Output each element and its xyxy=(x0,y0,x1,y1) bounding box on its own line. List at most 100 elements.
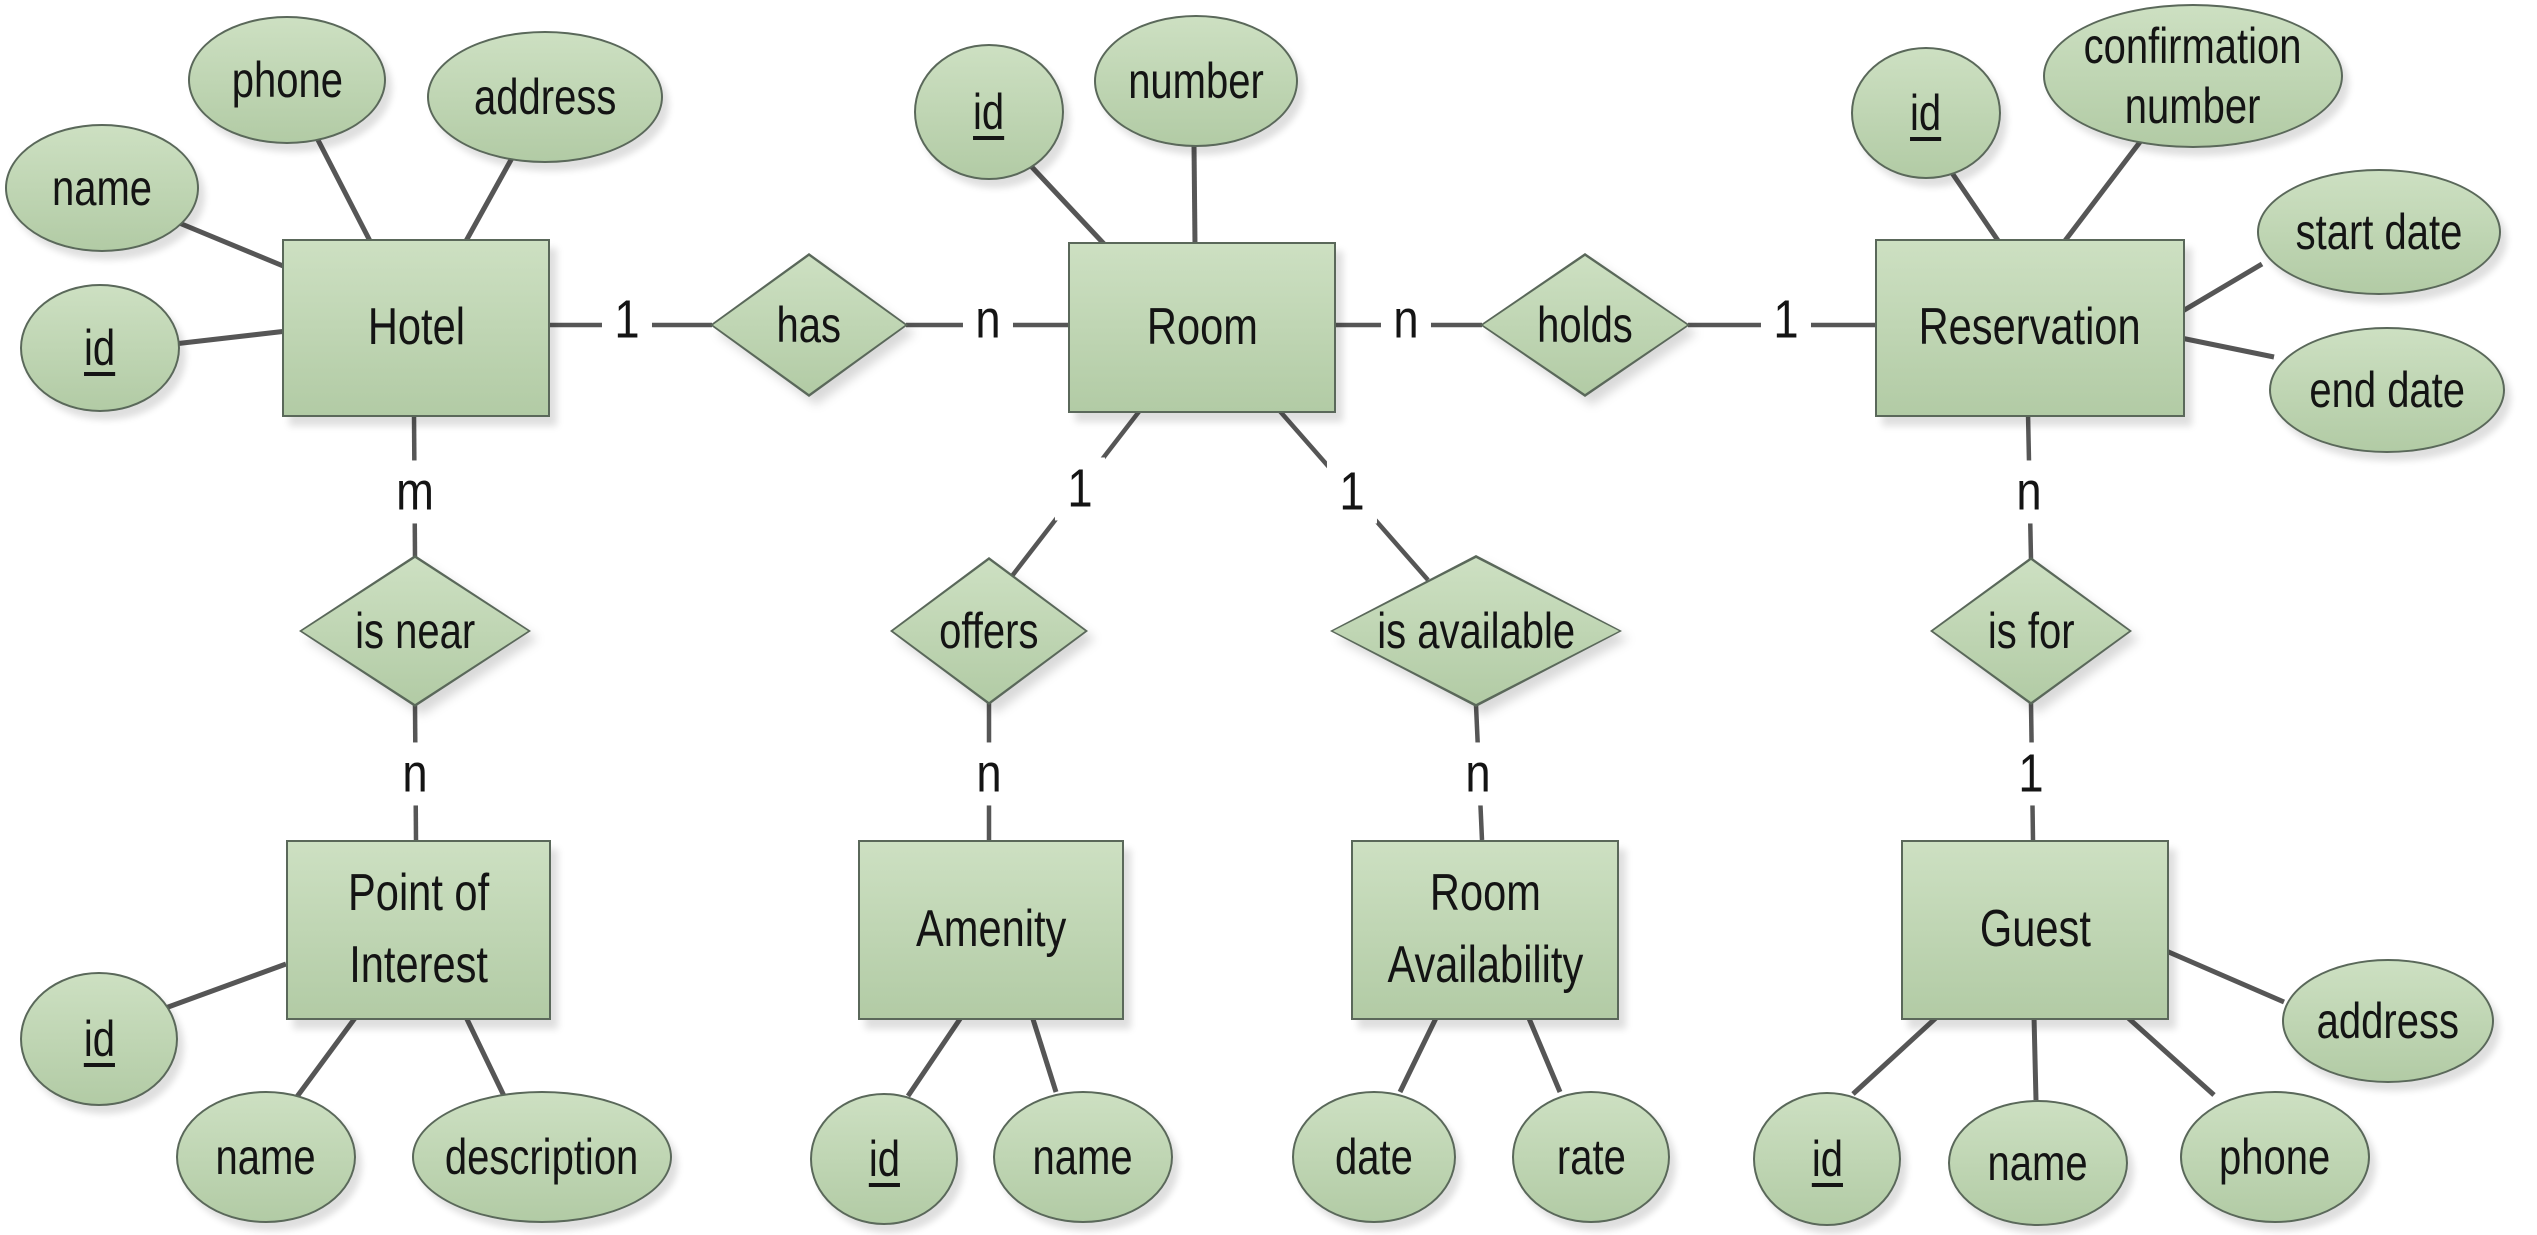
cardinality-label: n xyxy=(975,289,1001,350)
relationship-holds: holds xyxy=(1480,253,1690,397)
cardinality-label: n xyxy=(402,743,428,804)
relationship-is-for: is for xyxy=(1930,557,2132,705)
edge-reservation-confirmationnumber xyxy=(2062,140,2142,244)
relationship-offers: offers xyxy=(890,557,1088,705)
cardinality-room-holds: n xyxy=(1380,288,1432,352)
attribute-amenity-name: name xyxy=(993,1091,1173,1223)
entity-guest-label: Guest xyxy=(1979,900,2091,959)
entity-amenity: Amenity xyxy=(858,840,1124,1020)
attribute-room-availability-date-label: date xyxy=(1335,1129,1413,1185)
attribute-guest-phone: phone xyxy=(2180,1091,2370,1223)
attribute-room-availability-date: date xyxy=(1292,1091,1456,1223)
edge-reservation-startdate xyxy=(2179,261,2264,315)
relationship-is-near-label: is near xyxy=(354,602,476,659)
edge-guest-id xyxy=(1851,1014,1940,1096)
entity-guest: Guest xyxy=(1901,840,2169,1020)
attribute-reservation-end-date-label: end date xyxy=(2309,362,2465,418)
edge-roomavailability-date xyxy=(1397,1014,1440,1094)
cardinality-label: n xyxy=(976,743,1002,804)
cardinality-offers-amenity: n xyxy=(963,742,1015,806)
cardinality-isavailable-roomavailability: n xyxy=(1452,742,1504,806)
relationship-is-for-label: is for xyxy=(1987,602,2075,659)
attribute-guest-phone-label: phone xyxy=(2219,1129,2331,1185)
attribute-point-of-interest-name-label: name xyxy=(215,1129,317,1185)
attribute-guest-id: id xyxy=(1753,1092,1901,1226)
cardinality-label: 1 xyxy=(1339,461,1365,522)
entity-hotel-label: Hotel xyxy=(367,298,465,357)
edge-guest-phone xyxy=(2124,1014,2216,1097)
edge-guest-name xyxy=(2031,1015,2039,1101)
relationship-is-available: is available xyxy=(1330,555,1622,707)
attribute-room-number: number xyxy=(1094,15,1298,147)
entity-room-availability: Room Availability xyxy=(1351,840,1619,1020)
attribute-reservation-start-date-label: start date xyxy=(2295,204,2463,260)
attribute-reservation-confirmation-number-label: confirmation number xyxy=(2084,18,2302,134)
attribute-reservation-start-date: start date xyxy=(2257,169,2501,295)
edge-hotel-phone xyxy=(315,138,373,243)
attribute-hotel-address: address xyxy=(427,31,663,163)
attribute-hotel-id-label: id xyxy=(84,320,116,376)
edge-pointofinterest-name xyxy=(293,1012,361,1100)
attribute-reservation-id: id xyxy=(1851,47,2001,179)
edge-room-id xyxy=(1028,163,1107,247)
entity-room-availability-label: Room Availability xyxy=(1387,864,1583,994)
attribute-hotel-id: id xyxy=(20,284,180,412)
cardinality-label: n xyxy=(1393,289,1419,350)
edge-roomavailability-rate xyxy=(1525,1015,1563,1093)
entity-room-label: Room xyxy=(1146,297,1258,356)
edge-reservation-enddate xyxy=(2180,335,2275,360)
cardinality-has-room: n xyxy=(962,288,1014,352)
attribute-reservation-id-label: id xyxy=(1910,85,1942,141)
attribute-point-of-interest-description-label: description xyxy=(445,1129,639,1185)
edge-reservation-id xyxy=(1947,168,2002,244)
relationship-has: has xyxy=(710,253,908,397)
edge-amenity-name xyxy=(1029,1015,1059,1093)
attribute-room-id: id xyxy=(914,44,1064,180)
attribute-reservation-end-date: end date xyxy=(2269,327,2505,453)
attribute-point-of-interest-id: id xyxy=(20,972,178,1106)
attribute-hotel-phone-label: phone xyxy=(231,52,343,108)
cardinality-label: n xyxy=(2016,461,2042,522)
edge-pointofinterest-id xyxy=(159,961,287,1013)
attribute-room-availability-rate: rate xyxy=(1512,1091,1670,1223)
cardinality-isnear-pointofinterest: n xyxy=(389,742,441,806)
attribute-hotel-name: name xyxy=(5,124,199,252)
cardinality-label: 1 xyxy=(1773,289,1799,350)
attribute-hotel-address-label: address xyxy=(473,69,617,125)
cardinality-room-offers: 1 xyxy=(1054,457,1106,521)
entity-hotel: Hotel xyxy=(282,239,550,417)
attribute-room-number-label: number xyxy=(1128,53,1264,109)
attribute-amenity-id-label: id xyxy=(868,1131,900,1187)
cardinality-label: m xyxy=(396,461,434,522)
cardinality-isfor-guest: 1 xyxy=(2005,742,2057,806)
attribute-amenity-id: id xyxy=(810,1093,958,1225)
attribute-guest-id-label: id xyxy=(1811,1131,1843,1187)
entity-amenity-label: Amenity xyxy=(915,900,1067,959)
entity-room: Room xyxy=(1068,242,1336,413)
attribute-guest-address-label: address xyxy=(2316,993,2460,1049)
edge-amenity-id xyxy=(905,1014,965,1098)
edge-hotel-id xyxy=(173,328,288,347)
entity-reservation-label: Reservation xyxy=(1919,298,2141,357)
cardinality-label: n xyxy=(1465,743,1491,804)
attribute-reservation-confirmation-number: confirmation number xyxy=(2043,4,2343,148)
entity-point-of-interest-label: Point of Interest xyxy=(347,864,490,994)
attribute-room-availability-rate-label: rate xyxy=(1556,1129,1626,1185)
attribute-guest-name-label: name xyxy=(1987,1135,2089,1191)
attribute-guest-name: name xyxy=(1948,1100,2128,1226)
relationship-holds-label: holds xyxy=(1537,296,1633,353)
edge-guest-address xyxy=(2163,947,2285,1005)
attribute-point-of-interest-id-label: id xyxy=(83,1011,115,1067)
cardinality-room-isavailable: 1 xyxy=(1326,460,1378,524)
cardinality-hotel-isnear: m xyxy=(382,460,448,524)
cardinality-holds-reservation: 1 xyxy=(1760,288,1812,352)
attribute-point-of-interest-name: name xyxy=(176,1091,356,1223)
attribute-hotel-name-label: name xyxy=(51,160,153,216)
entity-point-of-interest: Point of Interest xyxy=(286,840,551,1020)
cardinality-label: 1 xyxy=(1067,458,1093,519)
edge-hotel-address xyxy=(463,156,515,243)
attribute-room-id-label: id xyxy=(973,84,1005,140)
cardinality-label: 1 xyxy=(2018,743,2044,804)
